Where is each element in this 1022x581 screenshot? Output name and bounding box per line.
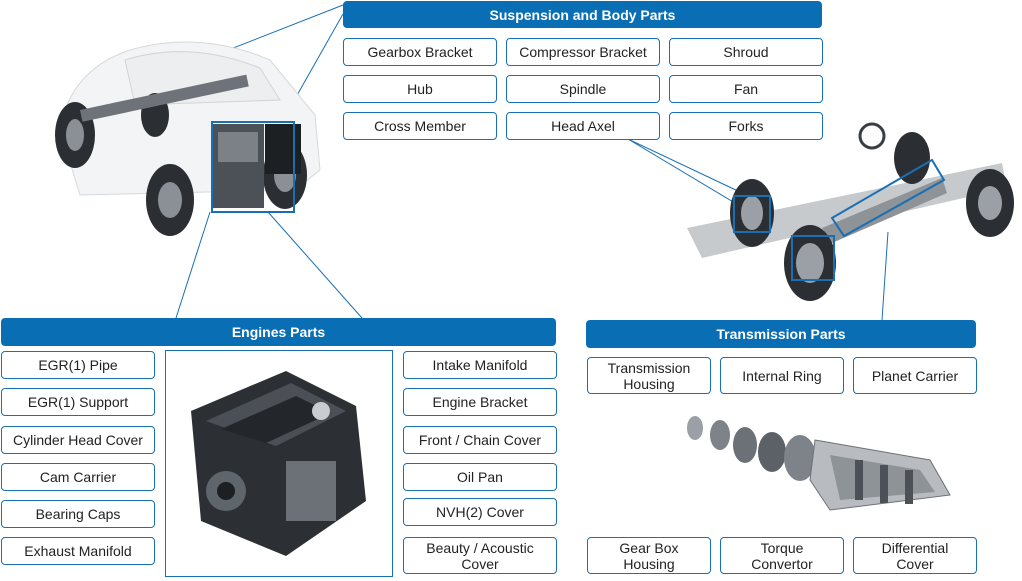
engine-illustration: [191, 371, 366, 556]
part-cross-member: Cross Member: [343, 112, 497, 140]
part-bearing-caps: Bearing Caps: [1, 500, 155, 528]
part-head-axel: Head Axel: [506, 112, 660, 140]
part-cylinder-head-cover: Cylinder Head Cover: [1, 426, 155, 454]
part-egr-pipe: EGR(1) Pipe: [1, 351, 155, 379]
part-torque-convertor: Torque Convertor: [720, 537, 844, 574]
part-fan: Fan: [669, 75, 823, 103]
part-cam-carrier: Cam Carrier: [1, 463, 155, 491]
part-shroud: Shroud: [669, 38, 823, 66]
part-exhaust-manifold: Exhaust Manifold: [1, 537, 155, 565]
part-nvh-cover: NVH(2) Cover: [403, 498, 557, 526]
engines-header: Engines Parts: [1, 318, 556, 346]
part-intake-manifold: Intake Manifold: [403, 351, 557, 379]
chassis-illustration: [687, 122, 1014, 301]
part-oil-pan: Oil Pan: [403, 463, 557, 491]
part-egr-support: EGR(1) Support: [1, 388, 155, 416]
part-engine-bracket: Engine Bracket: [403, 388, 557, 416]
part-compressor-bracket: Compressor Bracket: [506, 38, 660, 66]
part-front-chain-cover: Front / Chain Cover: [403, 426, 557, 454]
part-gear-box-housing: Gear Box Housing: [587, 537, 711, 574]
part-gearbox-bracket: Gearbox Bracket: [343, 38, 497, 66]
part-beauty-acoustic-cover: Beauty / Acoustic Cover: [403, 537, 557, 574]
part-spindle: Spindle: [506, 75, 660, 103]
part-internal-ring: Internal Ring: [720, 357, 844, 394]
part-differential-cover: Differential Cover: [853, 537, 977, 574]
part-planet-carrier: Planet Carrier: [853, 357, 977, 394]
suspension-header: Suspension and Body Parts: [343, 1, 822, 28]
engine-image-frame: [165, 350, 393, 577]
car-illustration: [55, 41, 321, 236]
transmission-header: Transmission Parts: [586, 320, 976, 348]
part-transmission-housing: Transmission Housing: [587, 357, 711, 394]
part-forks: Forks: [669, 112, 823, 140]
part-hub: Hub: [343, 75, 497, 103]
transmission-illustration: [687, 416, 951, 511]
